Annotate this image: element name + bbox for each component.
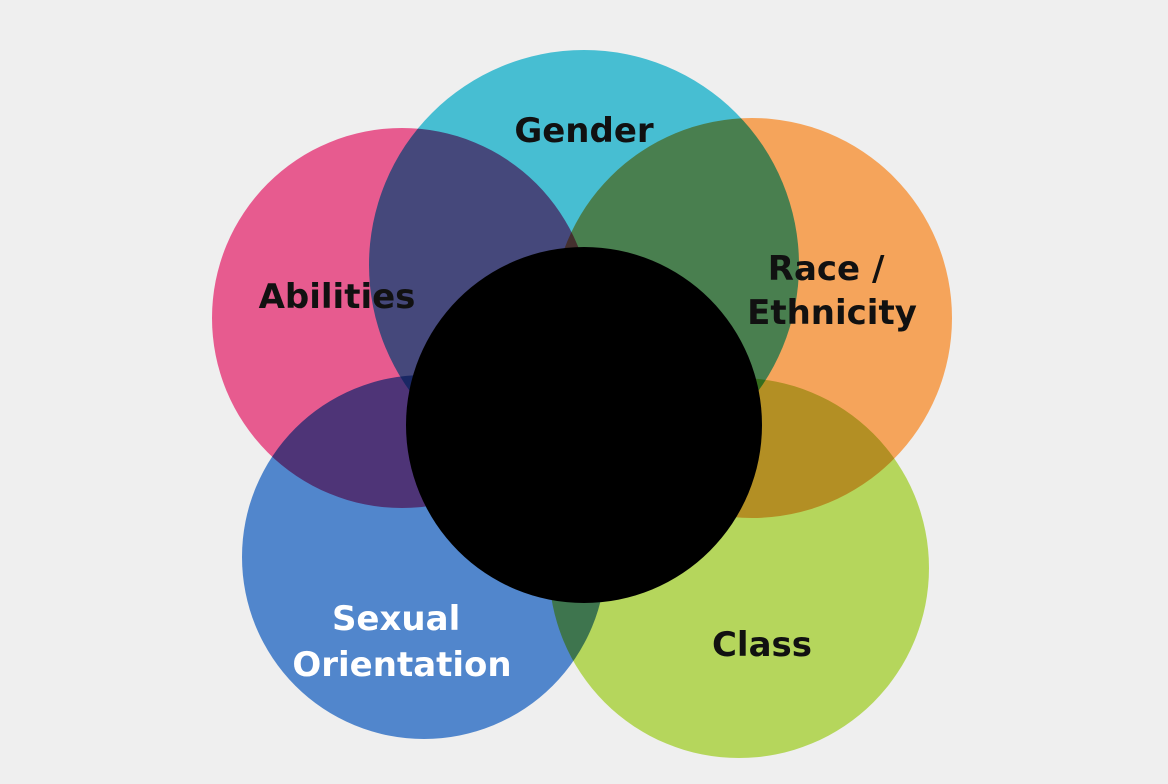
- center-intersection: [406, 247, 762, 603]
- label-class: Class: [712, 625, 812, 665]
- label-class-line-1: Class: [712, 625, 812, 665]
- label-abilities: Abilities: [259, 277, 416, 317]
- label-race-ethnicity-line-1: Race /: [768, 249, 885, 289]
- label-sexual-orientation-line-1: Sexual: [332, 599, 460, 639]
- label-gender: Gender: [514, 111, 654, 151]
- label-sexual-orientation: Sexual Orientation: [292, 599, 511, 685]
- set-labels: Gender Race / Ethnicity Class Sexual Ori…: [259, 111, 917, 685]
- label-gender-line-1: Gender: [514, 111, 654, 151]
- label-race-ethnicity-line-2: Ethnicity: [747, 293, 917, 333]
- label-race-ethnicity: Race / Ethnicity: [747, 249, 917, 333]
- label-abilities-line-1: Abilities: [259, 277, 416, 317]
- label-sexual-orientation-line-2: Orientation: [292, 645, 511, 685]
